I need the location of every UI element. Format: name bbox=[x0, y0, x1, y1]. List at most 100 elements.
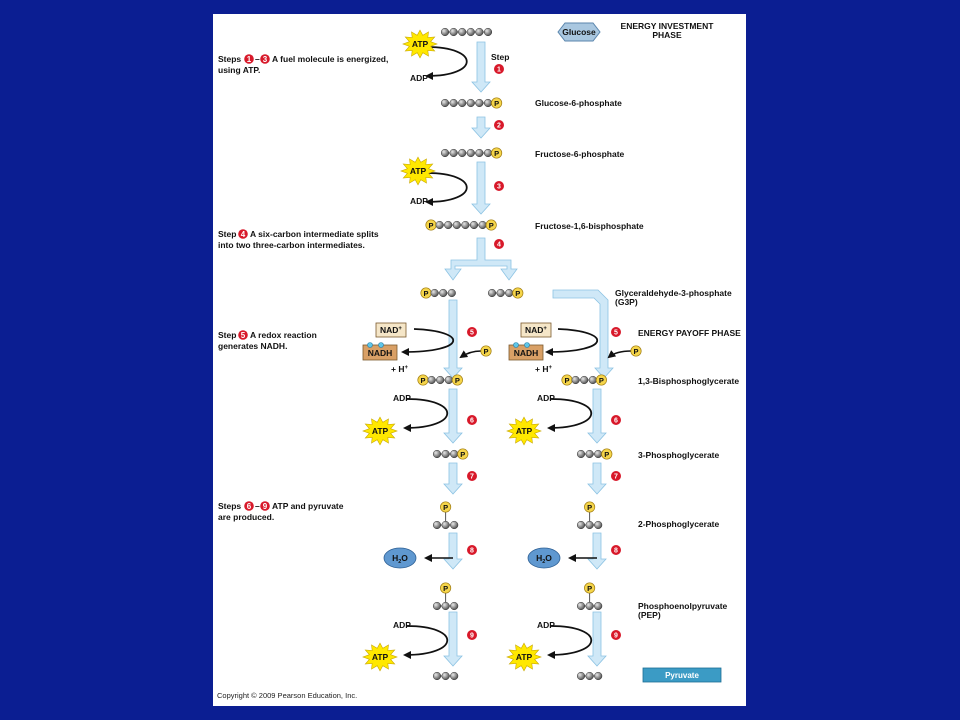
carbon-atom bbox=[432, 449, 442, 459]
h-plus-right: + H+ bbox=[535, 364, 552, 374]
step-badge-5-right: 5 bbox=[611, 327, 621, 337]
glucose-hexagon: Glucose bbox=[557, 22, 601, 42]
step-badge-9-left: 9 bbox=[467, 630, 477, 640]
carbon-atom bbox=[447, 288, 456, 298]
step-badge-4: 4 bbox=[494, 239, 504, 249]
carbon-atom bbox=[466, 27, 475, 37]
carbon-atom bbox=[496, 288, 505, 298]
atp-icon-step9-left: ATP bbox=[362, 642, 398, 672]
svg-text:9: 9 bbox=[263, 502, 268, 511]
svg-text:P: P bbox=[443, 503, 448, 512]
carbon-atom bbox=[450, 601, 459, 611]
step-badge-8-right: 8 bbox=[611, 545, 621, 555]
svg-text:A six-carbon intermediate spli: A six-carbon intermediate splits bbox=[250, 229, 379, 239]
label-g3p-abbr: (G3P) bbox=[615, 297, 638, 307]
h-plus-left: + H+ bbox=[391, 364, 408, 374]
svg-text:into two three-carbon intermed: into two three-carbon intermediates. bbox=[218, 240, 365, 250]
note-steps-6-9: Steps 6 – 9 ATP and pyruvate are produce… bbox=[218, 501, 344, 522]
carbon-atom bbox=[475, 98, 484, 108]
carbon-atom bbox=[585, 601, 594, 611]
step-badge-5-left: 5 bbox=[467, 327, 477, 337]
phosphate-group: P bbox=[425, 219, 437, 231]
atp-icon-step1: ATP bbox=[402, 29, 438, 59]
step-badge-2: 2 bbox=[494, 120, 504, 130]
step-badge-3: 3 bbox=[494, 181, 504, 191]
carbon-atom bbox=[576, 449, 586, 459]
carbon-atom bbox=[449, 98, 458, 108]
svg-text:ATP: ATP bbox=[516, 652, 533, 662]
phosphate-group: P bbox=[512, 287, 524, 299]
carbon-atom bbox=[585, 520, 594, 530]
pep-right-molecule: P bbox=[576, 582, 603, 611]
label-pep: Phosphoenolpyruvate bbox=[638, 601, 728, 611]
carbon-atom bbox=[440, 98, 450, 108]
carbon-atom bbox=[452, 220, 461, 230]
pep-left-molecule: P bbox=[432, 582, 459, 611]
svg-text:ADP: ADP bbox=[393, 620, 411, 630]
carbon-atom bbox=[427, 375, 436, 385]
svg-text:NADH: NADH bbox=[368, 348, 393, 358]
svg-text:8: 8 bbox=[470, 548, 474, 555]
carbon-atom bbox=[450, 671, 459, 681]
phosphate-group: P bbox=[440, 582, 452, 594]
carbon-atom bbox=[458, 27, 467, 37]
glucose-6-phosphate-molecule: P bbox=[440, 97, 503, 109]
phosphate-group: P bbox=[451, 374, 463, 386]
carbon-atom bbox=[441, 671, 450, 681]
svg-text:P: P bbox=[587, 584, 592, 593]
svg-text:Step: Step bbox=[218, 229, 236, 239]
pyruvate-right-molecule bbox=[576, 671, 603, 681]
step-badge-9-right: 9 bbox=[611, 630, 621, 640]
phosphate-group: P bbox=[417, 374, 429, 386]
carbon-atom bbox=[450, 449, 459, 459]
svg-text:3: 3 bbox=[263, 55, 268, 64]
carbon-atom bbox=[440, 148, 450, 158]
carbon-atom bbox=[432, 671, 442, 681]
right-branch-arrow bbox=[552, 289, 614, 379]
svg-text:6: 6 bbox=[247, 502, 252, 511]
carbon-atom bbox=[435, 220, 444, 230]
svg-text:generates NADH.: generates NADH. bbox=[218, 341, 287, 351]
svg-text:6: 6 bbox=[614, 418, 618, 425]
svg-text:1: 1 bbox=[497, 67, 501, 74]
svg-text:ADP: ADP bbox=[393, 393, 411, 403]
step-badge-8-left: 8 bbox=[467, 545, 477, 555]
svg-text:P: P bbox=[633, 347, 638, 356]
svg-text:5: 5 bbox=[614, 330, 618, 337]
carbon-atom bbox=[483, 27, 493, 37]
svg-text:P: P bbox=[455, 376, 460, 385]
pyruvate-box: Pyruvate bbox=[642, 667, 722, 683]
carbon-atom bbox=[585, 671, 594, 681]
step-badge-6-left: 6 bbox=[467, 415, 477, 425]
svg-text:ADP: ADP bbox=[537, 393, 555, 403]
svg-text:4: 4 bbox=[497, 242, 501, 249]
carbon-atom bbox=[441, 449, 450, 459]
carbon-atom bbox=[588, 375, 597, 385]
svg-text:9: 9 bbox=[614, 633, 618, 640]
step-badge-6-right: 6 bbox=[611, 415, 621, 425]
carbon-atom bbox=[576, 601, 586, 611]
step-badge-7-right: 7 bbox=[611, 471, 621, 481]
water-right: H2O bbox=[527, 547, 561, 569]
svg-text:9: 9 bbox=[470, 633, 474, 640]
svg-text:H2O: H2O bbox=[536, 553, 552, 565]
carbon-atom bbox=[430, 288, 439, 298]
carbon-atom bbox=[458, 98, 467, 108]
carbon-atom bbox=[505, 288, 514, 298]
carbon-atom bbox=[483, 98, 493, 108]
svg-text:P: P bbox=[515, 289, 520, 298]
svg-text:–: – bbox=[255, 54, 260, 64]
main-arrow-3 bbox=[471, 161, 491, 215]
carbon-atom bbox=[469, 220, 479, 230]
carbon-atom bbox=[594, 520, 603, 530]
carbon-atom bbox=[439, 288, 448, 298]
note-step-4: Step 4 A six-carbon intermediate splits … bbox=[218, 229, 379, 250]
atp-icon-step6-right: ATP bbox=[506, 416, 542, 446]
svg-text:–: – bbox=[255, 501, 260, 511]
phosphate-group: P bbox=[491, 147, 503, 159]
right-column-arrows bbox=[587, 388, 607, 667]
carbon-atom bbox=[444, 375, 453, 385]
